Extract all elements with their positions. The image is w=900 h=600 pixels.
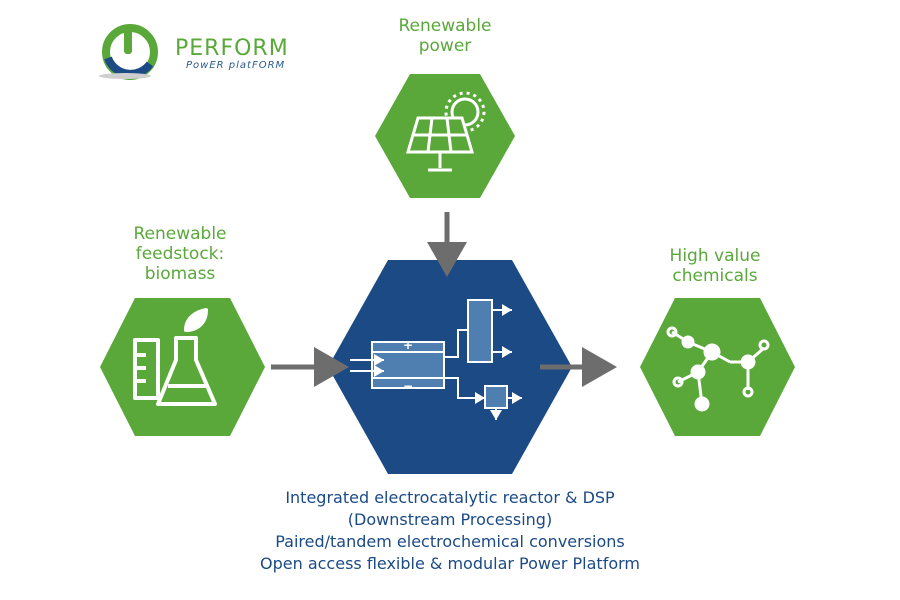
label-line: Renewable xyxy=(398,16,492,36)
electrochemical-reactor-icon: + − xyxy=(350,299,522,420)
label-renewable-power: Renewable power xyxy=(370,16,520,56)
molecule-icon xyxy=(666,326,770,412)
logo-name: PERFORM xyxy=(175,36,289,61)
label-line: High value xyxy=(669,246,761,266)
label-line: power xyxy=(418,36,472,56)
reactor-minus-symbol: − xyxy=(403,379,413,393)
hex-high-value-chemicals xyxy=(640,298,795,436)
caption-line: Paired/tandem electrochemical conversion… xyxy=(275,532,625,551)
label-line: biomass xyxy=(144,264,216,284)
caption-line: Open access flexible & modular Power Pla… xyxy=(260,554,640,573)
solar-panel-icon xyxy=(405,91,486,172)
perform-logo xyxy=(99,24,158,80)
label-line: chemicals xyxy=(672,266,758,286)
hex-reactor xyxy=(328,260,572,474)
label-renewable-feedstock: Renewable feedstock: biomass xyxy=(100,224,260,284)
caption-line: (Downstream Processing) xyxy=(347,510,553,529)
lab-flask-icon xyxy=(133,308,217,406)
label-line: feedstock: xyxy=(135,244,225,264)
reactor-plus-symbol: + xyxy=(403,338,413,352)
label-line: Renewable xyxy=(133,224,227,244)
caption-line: Integrated electrocatalytic reactor & DS… xyxy=(285,488,615,507)
logo-tagline: PowER platFORM xyxy=(186,60,286,71)
diagram-caption: Integrated electrocatalytic reactor & DS… xyxy=(180,487,720,575)
label-high-value-chemicals: High value chemicals xyxy=(640,246,790,286)
